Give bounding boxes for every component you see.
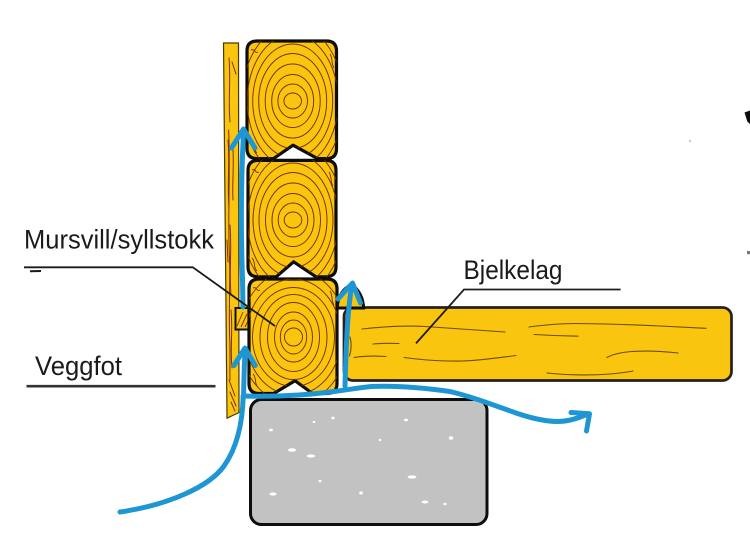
- svg-text:Mursvill/syllstokk: Mursvill/syllstokk: [24, 225, 214, 255]
- svg-text:Bjelkelag: Bjelkelag: [464, 255, 563, 285]
- svg-text:Veggfot: Veggfot: [35, 351, 122, 381]
